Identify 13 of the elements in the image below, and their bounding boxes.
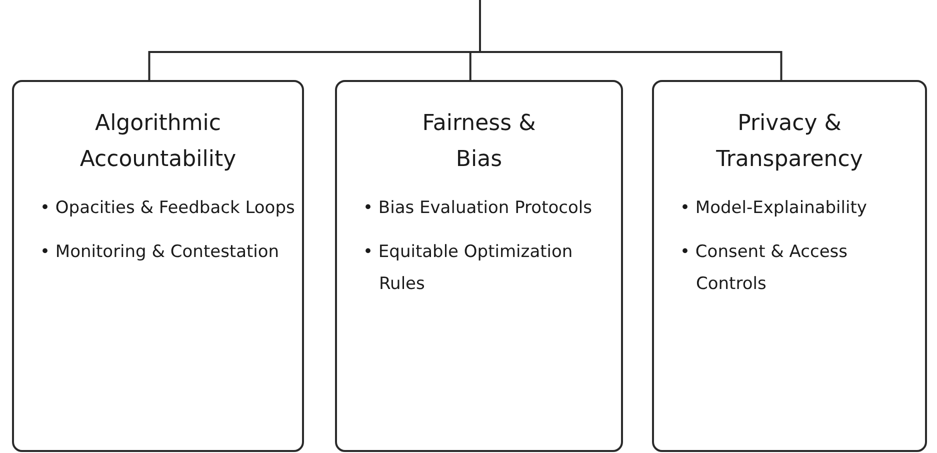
bullet-item: • Monitoring & Contestation	[40, 241, 280, 264]
card-heading: Algorithmic Accountability	[78, 110, 238, 174]
category-card	[335, 80, 623, 452]
connector-line	[479, 0, 782, 80]
category-card	[652, 80, 927, 452]
bullet-item: • Opacities & Feedback Loops	[40, 197, 296, 220]
bullet-item: • Equitable Optimization Rules	[363, 241, 574, 296]
bullet-item: • Consent & Access Controls	[680, 241, 848, 296]
card-heading: Privacy & Transparency	[715, 110, 864, 174]
bullet-item: • Bias Evaluation Protocols	[363, 197, 593, 220]
bullet-item: • Model-Explainability	[680, 197, 868, 220]
card-heading: Fairness & Bias	[421, 110, 537, 174]
category-card	[12, 80, 304, 452]
